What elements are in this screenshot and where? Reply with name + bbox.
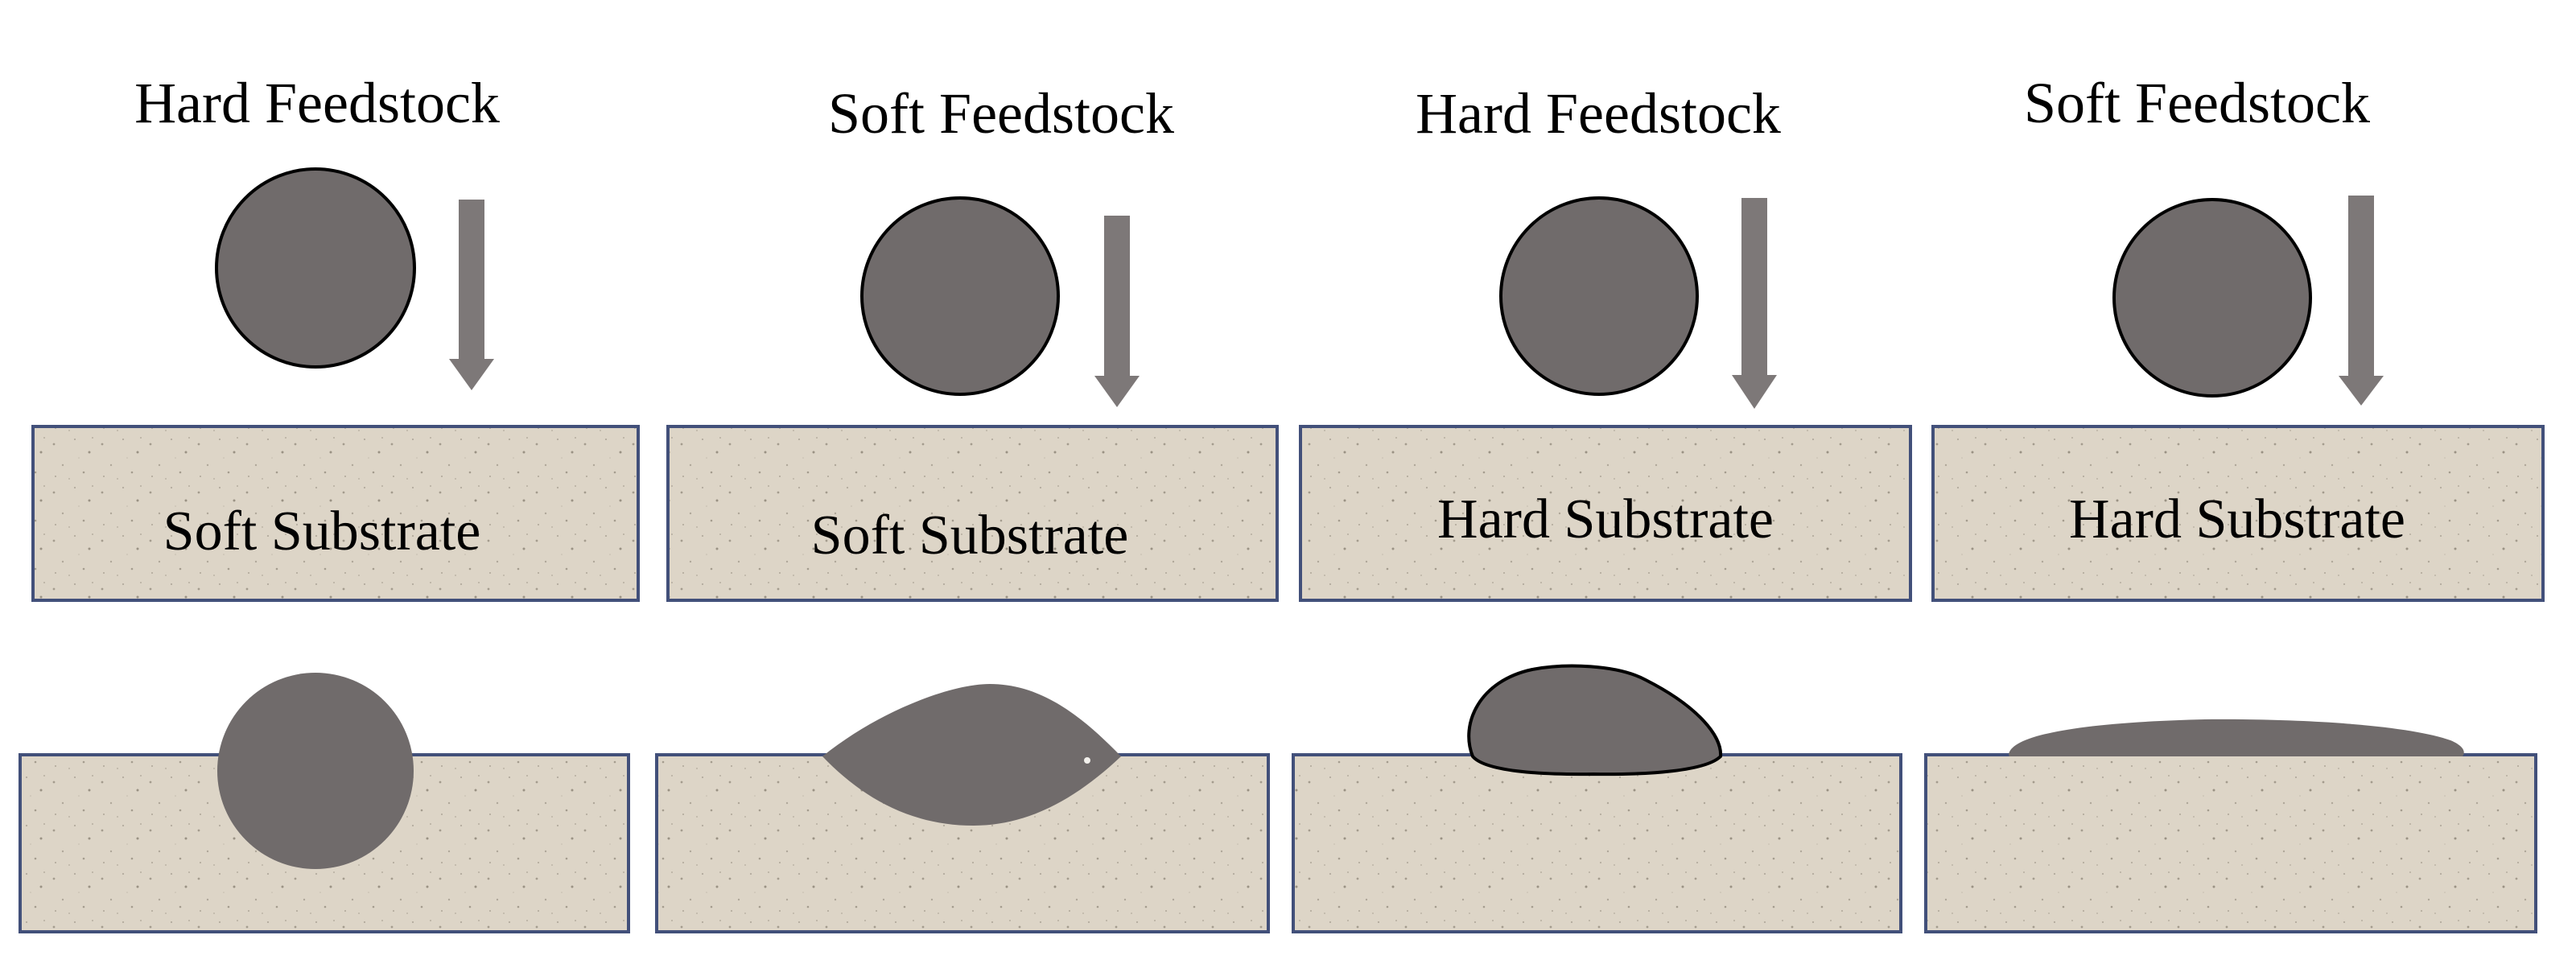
impact-arrow-head bbox=[449, 359, 494, 390]
result-substrate-block bbox=[1924, 753, 2537, 933]
panel-hard-feedstock-soft-substrate: Hard Feedstock Soft Substrate bbox=[19, 71, 640, 933]
impact-arrow-shaft bbox=[2348, 196, 2374, 377]
embedded-particle bbox=[217, 673, 414, 869]
lens-highlight bbox=[1084, 757, 1090, 764]
panel-soft-feedstock-soft-substrate: Soft Feedstock Soft Substrate bbox=[655, 81, 1279, 933]
panel-soft-feedstock-hard-substrate: Soft Feedstock Hard Substrate bbox=[1924, 71, 2545, 933]
feedstock-particle bbox=[1499, 196, 1699, 396]
impact-arrow-shaft bbox=[1104, 216, 1130, 377]
feedstock-particle bbox=[860, 196, 1060, 396]
splat-particle-dome bbox=[1467, 664, 1723, 777]
substrate-label: Soft Substrate bbox=[163, 501, 481, 562]
substrate-label: Soft Substrate bbox=[811, 505, 1129, 566]
substrate-block bbox=[1931, 425, 2545, 602]
flattened-splat bbox=[2009, 719, 2464, 756]
panel-hard-feedstock-hard-substrate: Hard Feedstock Hard Substrate bbox=[1292, 81, 1912, 933]
impact-arrow-head bbox=[1094, 376, 1140, 407]
feedstock-label: Hard Feedstock bbox=[134, 71, 500, 135]
substrate-label: Hard Substrate bbox=[1437, 488, 1774, 550]
feedstock-label: Soft Feedstock bbox=[828, 81, 1174, 146]
substrate-block bbox=[31, 425, 640, 602]
feedstock-particle bbox=[2112, 198, 2312, 398]
feedstock-particle bbox=[215, 167, 416, 369]
substrate-block bbox=[1299, 425, 1912, 602]
impact-arrow-shaft bbox=[459, 200, 484, 360]
substrate-block bbox=[666, 425, 1279, 602]
deformed-particle-lens bbox=[822, 684, 1121, 826]
result-substrate-block bbox=[1292, 753, 1902, 933]
impact-arrow-head bbox=[2339, 376, 2384, 406]
impact-arrow-shaft bbox=[1741, 198, 1767, 377]
feedstock-label: Soft Feedstock bbox=[2024, 71, 2370, 135]
feedstock-label: Hard Feedstock bbox=[1416, 81, 1781, 146]
substrate-label: Hard Substrate bbox=[2069, 488, 2405, 550]
impact-arrow-head bbox=[1732, 375, 1777, 409]
